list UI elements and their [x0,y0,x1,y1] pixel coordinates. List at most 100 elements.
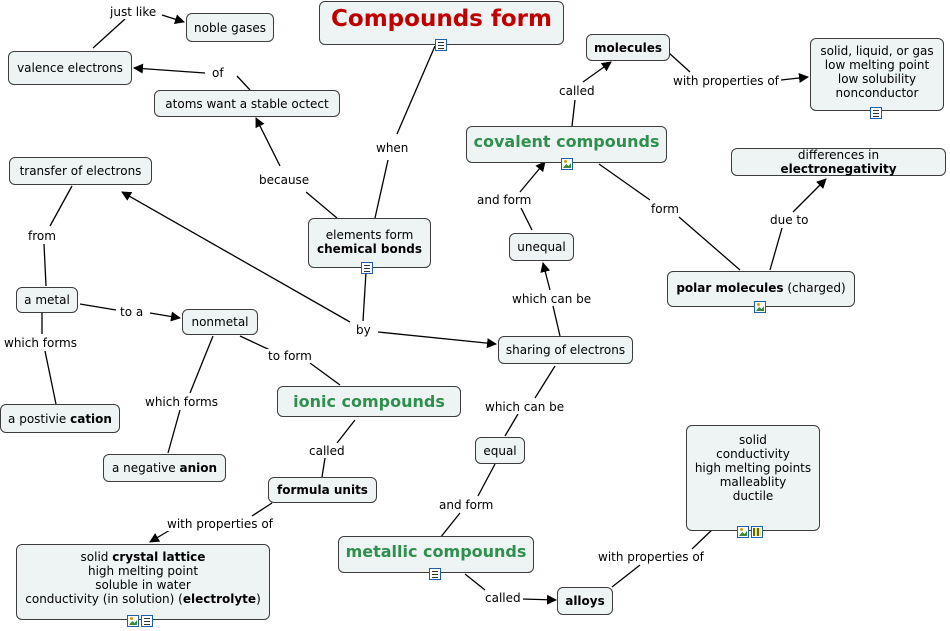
link-label-to-form: to form [266,349,314,363]
metallic-compounds-icons [429,568,441,580]
anion-node[interactable]: a negative anion [103,454,226,482]
image-icon[interactable] [737,526,749,538]
image-icon[interactable] [754,301,766,313]
link-label-of: of [210,66,226,80]
metal-prop-3: high melting points [694,461,812,475]
link-label-called-covalent: called [557,84,597,98]
metal-prop-2: conductivity [716,447,790,461]
ionic-prop-3: soluble in water [95,578,191,592]
equal-node[interactable]: equal [475,437,525,464]
covalent-properties-node[interactable]: solid, liquid, or gas low melting point … [810,38,944,111]
link-label-and-form-metallic: and form [437,498,496,512]
covalent-properties-icons [870,107,882,119]
document-icon[interactable] [361,262,373,274]
metal-prop-4: malleablity [719,475,787,489]
chemical-bonds-line2: chemical bonds [316,242,423,256]
document-icon[interactable] [141,615,153,627]
valence-electrons-node[interactable]: valence electrons [8,51,132,85]
link-label-which-forms-metal: which forms [2,336,80,350]
compounds-form-title: Compounds form [331,6,552,32]
metallic-properties-node[interactable]: solid conductivity high melting points m… [686,425,820,531]
chemical-bonds-icons [361,262,373,274]
covalent-compounds-label: covalent compounds [473,132,660,151]
link-label-which-forms-nonmetal: which forms [143,395,221,409]
formula-units-node[interactable]: formula units [268,477,377,503]
electroneg-bold: electronegativity [780,162,897,176]
cation-prefix: a postivie [8,411,67,426]
cation-bold: cation [70,411,112,426]
transfer-of-electrons-node[interactable]: transfer of electrons [9,157,152,185]
alloys-label: alloys [565,594,605,608]
formula-units-label: formula units [277,483,368,497]
chemical-bonds-line1: elements form [325,228,414,242]
noble-gases-node[interactable]: noble gases [186,13,274,42]
anion-prefix: a negative [111,461,176,475]
ionic-prop-2: high melting point [87,564,199,578]
noble-gases-label: noble gases [194,20,266,35]
ionic-compounds-label: ionic compounds [293,391,445,411]
document-icon[interactable] [870,107,882,119]
document-icon[interactable] [435,39,447,51]
chemical-bonds-node[interactable]: elements form chemical bonds [308,218,431,268]
sharing-of-electrons-node[interactable]: sharing of electrons [498,336,633,364]
compounds-form-node[interactable]: Compounds form [319,1,564,45]
electroneg-prefix: differences in [797,148,880,162]
transfer-of-electrons-label: transfer of electrons [19,164,142,178]
link-label-to-a: to a [118,305,146,319]
document-icon[interactable] [429,568,441,580]
cov-prop-2: low melting point [824,58,930,72]
alloys-node[interactable]: alloys [557,587,613,615]
electronegativity-label: differences in electronegativity [738,148,939,176]
nonmetal-label: nonmetal [191,315,249,329]
link-label-with-properties-alloys: with properties of [596,550,706,564]
equal-label: equal [483,443,517,458]
stable-octect-label: atoms want a stable octect [165,96,329,111]
metallic-properties-icons [737,526,763,538]
metal-prop-1: solid [739,433,767,447]
link-label-due-to: due to [768,213,811,227]
molecules-node[interactable]: molecules [586,34,670,61]
electronegativity-node[interactable]: differences in electronegativity [731,148,946,176]
valence-electrons-label: valence electrons [17,61,123,75]
link-label-because: because [257,173,312,187]
a-metal-label: a metal [24,293,70,307]
link-label-form-polar: form [649,202,681,216]
image-icon[interactable] [561,158,573,170]
metallic-compounds-node[interactable]: metallic compounds [338,536,534,573]
link-label-just-like: just like [108,5,159,19]
covalent-compounds-icons [561,158,573,170]
link-label-called-ionic: called [307,444,347,458]
anion-bold: anion [179,461,218,475]
metal-prop-5: ductile [732,489,774,503]
video-icon[interactable] [751,526,763,538]
ionic-compounds-node[interactable]: ionic compounds [277,386,461,417]
link-label-called-alloys: called [483,591,523,605]
compounds-form-icons [435,39,447,51]
polar-molecules-icons [754,301,766,313]
ionic-properties-node[interactable]: solid crystal lattice high melting point… [16,544,270,620]
link-label-when: when [374,141,411,155]
ionic-prop-1-pre: solid [80,550,109,564]
anion-label: a negative anion [112,461,217,475]
cation-node[interactable]: a postivie cation [0,404,120,433]
cation-label: a postivie cation [8,412,112,426]
ionic-prop-1-bold: crystal lattice [112,550,206,564]
nonmetal-node[interactable]: nonmetal [182,309,258,335]
ionic-prop-4: conductivity (in solution) (electrolyte) [25,592,261,606]
sharing-of-electrons-label: sharing of electrons [505,343,626,357]
link-label-with-properties-ionic: with properties of [165,517,275,531]
image-icon[interactable] [127,615,139,627]
molecules-label: molecules [593,40,663,55]
stable-octect-node[interactable]: atoms want a stable octect [154,90,340,117]
polar-molecules-label: polar molecules (charged) [676,281,845,295]
link-label-with-properties-covalent: with properties of [671,74,781,88]
ionic-prop-4-pre: conductivity (in solution) ( [25,592,183,606]
ionic-properties-icons [127,615,153,627]
cov-prop-1: solid, liquid, or gas [820,44,934,58]
link-label-which-can-be-unequal: which can be [510,292,594,306]
link-label-which-can-be-equal: which can be [483,400,567,414]
unequal-node[interactable]: unequal [509,233,574,261]
link-label-and-form-covalent: and form [475,193,534,207]
a-metal-node[interactable]: a metal [16,287,78,313]
polar-bold: polar molecules [676,281,784,295]
